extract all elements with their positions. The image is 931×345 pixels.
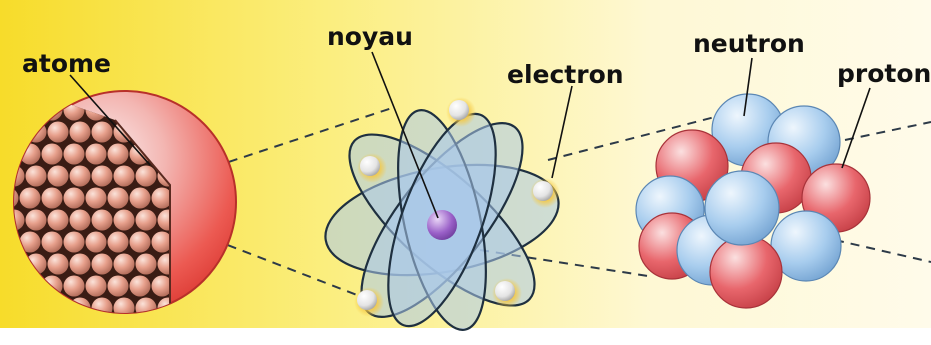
atom-bead bbox=[129, 187, 151, 209]
atom-bead bbox=[91, 209, 113, 231]
bottom-border bbox=[0, 328, 931, 345]
zoom-line-nucleus-bottom bbox=[479, 249, 649, 277]
neutron-ball bbox=[704, 170, 780, 246]
atom-bead bbox=[107, 231, 129, 253]
atom-bead bbox=[69, 253, 91, 275]
atom-bead bbox=[19, 187, 41, 209]
atom-bead bbox=[107, 143, 129, 165]
atom-bead bbox=[151, 231, 170, 253]
atom-bead bbox=[129, 275, 151, 297]
electron-3 bbox=[530, 178, 560, 208]
pointer-electron bbox=[551, 85, 573, 179]
atom-bead bbox=[113, 297, 135, 313]
atom-bead bbox=[135, 297, 157, 313]
pointer-noyau bbox=[371, 51, 439, 219]
atom-bead bbox=[135, 209, 157, 231]
atom-bead bbox=[25, 209, 47, 231]
atom-bead bbox=[107, 275, 129, 297]
atom-bead bbox=[47, 253, 69, 275]
atom-bead bbox=[91, 121, 113, 143]
atom-bead bbox=[19, 231, 41, 253]
proton-ball bbox=[709, 235, 783, 309]
atom-bead bbox=[113, 209, 135, 231]
pointer-atome bbox=[69, 74, 151, 166]
atom-bead bbox=[91, 253, 113, 275]
atom-bead bbox=[41, 143, 63, 165]
label-neutron: neutron bbox=[693, 29, 805, 58]
atom-bead bbox=[69, 165, 91, 187]
atom-bead bbox=[63, 143, 85, 165]
atom-bead bbox=[85, 231, 107, 253]
atom-bead bbox=[85, 187, 107, 209]
atom-bead bbox=[63, 275, 85, 297]
atom-bead bbox=[63, 187, 85, 209]
atom-bead bbox=[135, 165, 157, 187]
atom-bead bbox=[85, 275, 107, 297]
atom-bead bbox=[85, 143, 107, 165]
label-proton: proton bbox=[837, 59, 931, 88]
atom-bead bbox=[151, 275, 170, 297]
electron-5 bbox=[492, 278, 522, 308]
atom-orbit-model bbox=[324, 97, 560, 331]
atom-bead bbox=[113, 253, 135, 275]
zoom-line-nucleus-top bbox=[547, 109, 743, 161]
atom-bead bbox=[14, 209, 25, 231]
atom-bead bbox=[91, 297, 113, 313]
atom-bead bbox=[157, 209, 170, 231]
atom-bead bbox=[107, 187, 129, 209]
atom-bead bbox=[69, 209, 91, 231]
atom-bead bbox=[41, 231, 63, 253]
atom-bead bbox=[25, 165, 47, 187]
electron-2 bbox=[357, 153, 387, 183]
pointer-proton bbox=[841, 87, 871, 169]
atom-bead bbox=[151, 187, 170, 209]
atom-bead bbox=[157, 253, 170, 275]
atom-bead bbox=[47, 209, 69, 231]
atom-bead bbox=[69, 121, 91, 143]
electron-1 bbox=[446, 97, 476, 127]
atom-bead bbox=[47, 121, 69, 143]
label-electron: electron bbox=[507, 60, 624, 89]
nucleon-cluster-icon bbox=[635, 93, 871, 309]
electron-4 bbox=[354, 287, 384, 317]
pointer-neutron bbox=[743, 57, 753, 117]
zoom-line-right-bottom bbox=[834, 239, 931, 263]
nucleus-dot bbox=[427, 210, 457, 240]
electrons bbox=[354, 97, 560, 317]
label-atome: atome bbox=[22, 49, 111, 78]
atom-bead bbox=[113, 165, 135, 187]
atom-bead bbox=[129, 231, 151, 253]
atom-bead bbox=[135, 253, 157, 275]
label-noyau: noyau bbox=[327, 22, 413, 51]
atom-bead bbox=[47, 165, 69, 187]
atom-bead bbox=[14, 165, 25, 187]
atom-bead bbox=[63, 231, 85, 253]
atom-bead bbox=[41, 187, 63, 209]
label-pointers bbox=[69, 51, 871, 219]
atom-bead bbox=[91, 165, 113, 187]
